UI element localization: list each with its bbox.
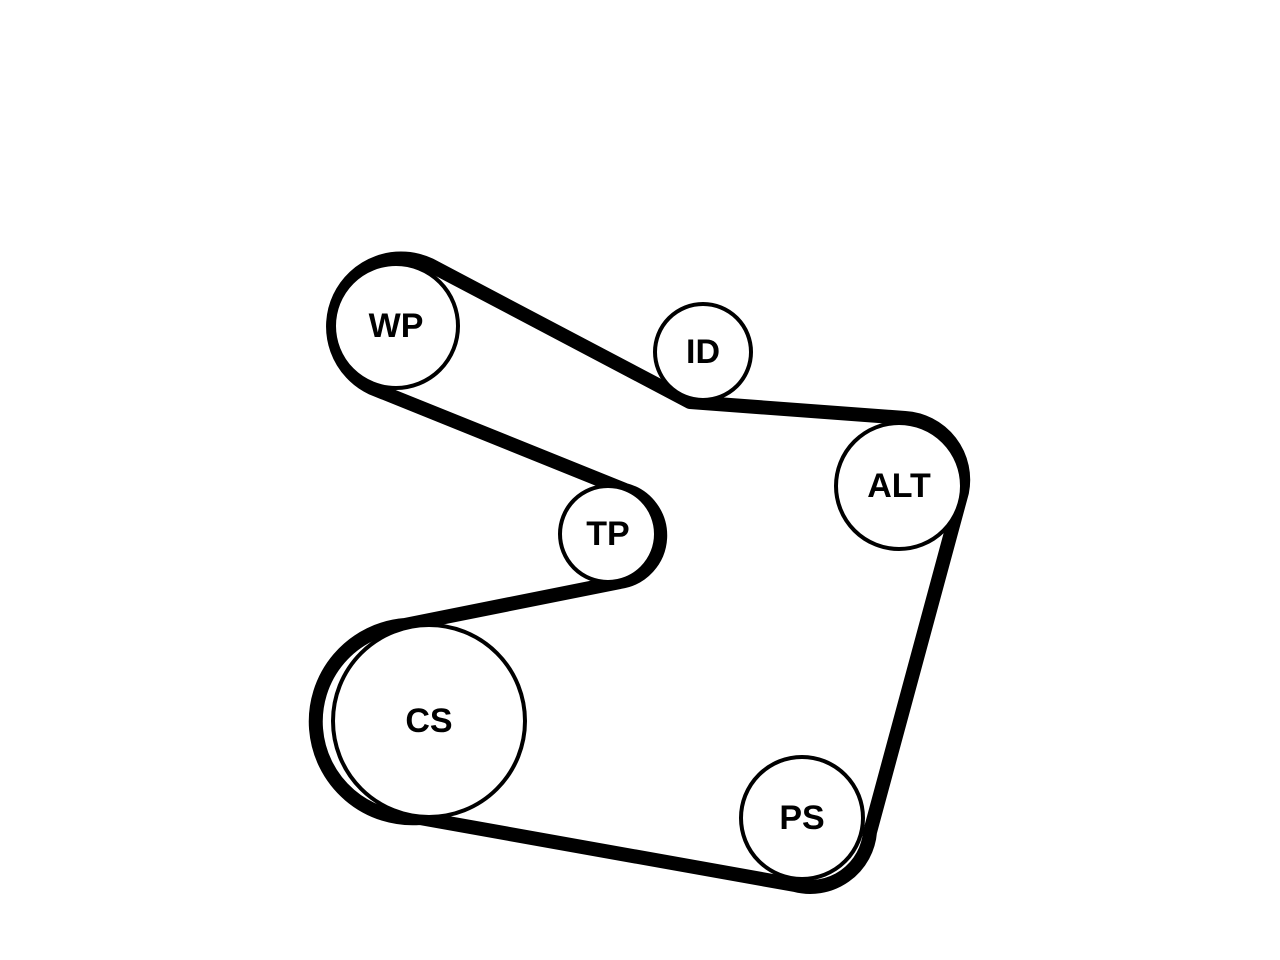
pulley-id: ID: [653, 302, 753, 402]
pulley-alt: ALT: [834, 421, 964, 551]
pulley-id-label: ID: [686, 333, 720, 371]
pulley-cs: CS: [331, 623, 527, 819]
pulley-ps: PS: [739, 755, 865, 881]
pulley-wp-label: WP: [369, 307, 424, 345]
pulley-tp-label: TP: [586, 515, 629, 553]
pulley-wp: WP: [332, 262, 460, 390]
pulley-tp: TP: [558, 484, 658, 584]
pulley-cs-label: CS: [405, 702, 452, 740]
pulley-ps-label: PS: [779, 799, 824, 837]
pulley-alt-label: ALT: [867, 467, 931, 505]
